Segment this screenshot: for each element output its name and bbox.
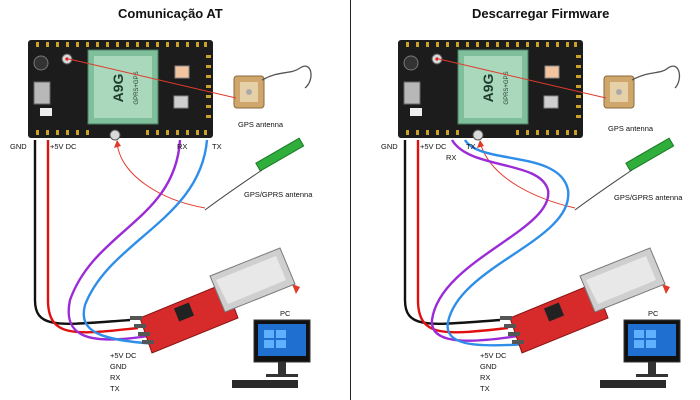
a9g-board: A9G GPRS+GPS (398, 40, 583, 141)
a9g-board: A9G GPRS+GPS (28, 40, 213, 141)
usb-pin-gnd: GND (110, 362, 127, 371)
gps-antenna (233, 65, 312, 109)
label-gprs-antenna: GPS/GPRS antenna (244, 190, 313, 199)
label-tx: TX (212, 142, 222, 151)
label-tx: TX (466, 142, 476, 151)
usb-pin-rx: RX (480, 373, 491, 382)
label-gprs-antenna: GPS/GPRS antenna (614, 193, 683, 202)
usb-ttl-adapter (500, 247, 666, 354)
label-vcc: +5V DC (420, 142, 447, 151)
usb-pin-vcc: +5V DC (480, 351, 507, 360)
label-rx: RX (446, 153, 457, 162)
label-gnd: GND (381, 142, 398, 151)
label-pc: PC (280, 309, 291, 318)
chip-label: A9G (110, 74, 126, 103)
pc-monitor (600, 319, 681, 388)
chip-label: A9G (480, 74, 496, 103)
module-text: GPRS+GPS (134, 71, 140, 104)
wires (33, 139, 209, 346)
usb-ttl-adapter (130, 247, 296, 354)
wires (403, 139, 570, 347)
label-gps-antenna: GPS antenna (238, 120, 284, 129)
panel-title-left: Comunicação AT (118, 6, 223, 21)
label-vcc: +5V DC (50, 142, 77, 151)
panel-title-right: Descarregar Firmware (472, 6, 610, 21)
gprs-antenna (204, 137, 305, 211)
usb-pin-tx: TX (110, 384, 120, 393)
pc-monitor (232, 319, 311, 388)
label-pc: PC (648, 309, 659, 318)
label-rx: RX (177, 142, 188, 151)
usb-pin-rx: RX (110, 373, 121, 382)
label-gps-antenna: GPS antenna (608, 124, 654, 133)
usb-pin-vcc: +5V DC (110, 351, 137, 360)
module-text: GPRS+GPS (504, 71, 510, 104)
panel-divider (350, 0, 351, 400)
gprs-antenna (574, 137, 675, 211)
usb-pin-tx: TX (480, 384, 490, 393)
label-gnd: GND (10, 142, 27, 151)
usb-pin-gnd: GND (480, 362, 497, 371)
gps-antenna (603, 65, 681, 109)
